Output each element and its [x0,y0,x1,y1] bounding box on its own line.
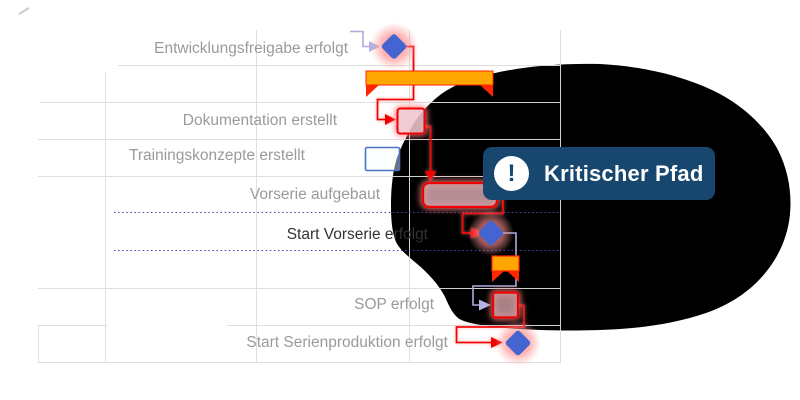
summary-bar-1[interactable] [365,70,494,97]
milestone-start-serienproduktion[interactable] [495,320,541,366]
task-label-dokumentation: Dokumentation erstellt [182,112,337,129]
summary-bar-2[interactable] [491,255,520,282]
exclamation-icon: ! [494,156,529,191]
milestone-entwicklungsfreigabe[interactable] [370,22,418,71]
task-label-sop: SOP erfolgt [354,296,434,313]
task-label-start-serienproduktion: Start Serienproduktion erfolgt [246,334,448,351]
critical-path-tooltip-label: Kritischer Pfad [544,160,704,186]
milestone-start-vorserie[interactable] [468,210,514,256]
task-label-vorserie: Vorserie aufgebaut [249,186,380,203]
task-label-trainingskonzepte: Trainingskonzepte erstellt [128,147,305,164]
task-bar-trainingskonzepte[interactable] [364,146,401,172]
critical-path-tooltip: ! Kritischer Pfad [483,147,715,200]
crop-artifact-mark [18,7,30,15]
task-label-entwicklungsfreigabe: Entwicklungsfreigabe erfolgt [154,40,348,57]
task-bar-sop[interactable] [491,291,520,319]
task-bar-dokumentation[interactable] [396,107,426,135]
row-highlight-dotted-lines [114,212,560,251]
task-label-start-vorserie: Start Vorserie erfolgt [286,226,428,243]
